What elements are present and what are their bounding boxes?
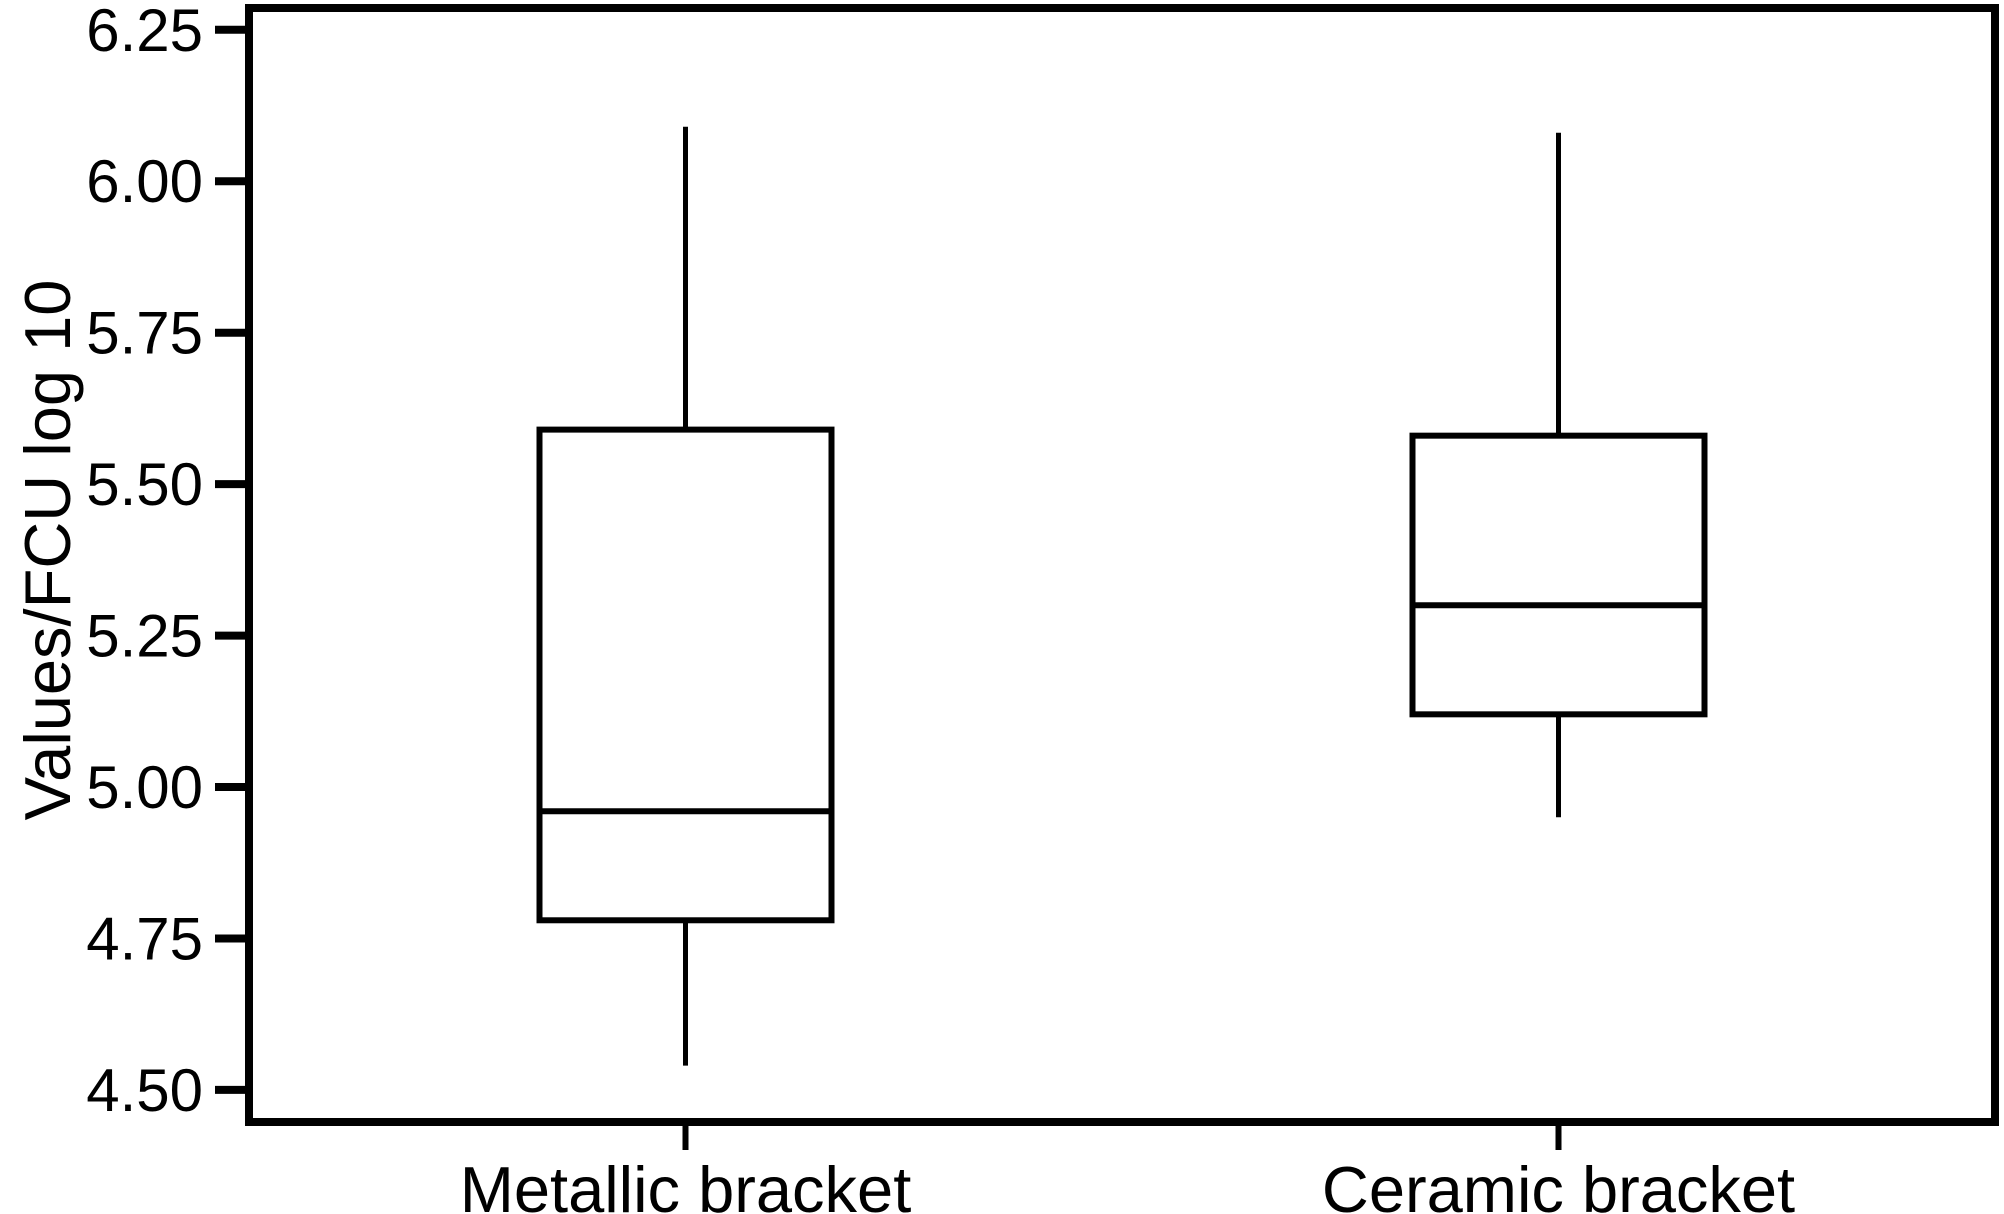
y-tick-label-6.00: 6.00 bbox=[86, 148, 203, 215]
plot-area: 6.25 6.00 5.75 5.50 5.25 5.00 4.75 4.50Metallic… bbox=[86, 0, 1999, 1214]
y-axis-title: Values/FCU log 10 bbox=[11, 280, 84, 821]
x-category-label-ceramic-bracket: Ceramic bracket bbox=[1322, 1153, 1795, 1214]
y-tick-label-5.50: 5.50 bbox=[86, 451, 203, 518]
box-group-metallic-bracket: Metallic bracket bbox=[460, 126, 912, 1214]
y-tick-label-5.75: 5.75 bbox=[86, 300, 203, 367]
y-tick-label-4.50: 4.50 bbox=[86, 1057, 203, 1124]
iqr-box-metallic-bracket bbox=[536, 426, 835, 924]
plot-border bbox=[245, 4, 1999, 1126]
x-category-label-metallic-bracket: Metallic bracket bbox=[460, 1153, 912, 1214]
box-group-ceramic-bracket: Ceramic bracket bbox=[1322, 132, 1795, 1214]
y-tick-label-4.75: 4.75 bbox=[86, 905, 203, 972]
y-tick-label-5.25: 5.25 bbox=[86, 603, 203, 670]
iqr-box-ceramic-bracket bbox=[1409, 432, 1708, 718]
y-tick-label-6.25: 6.25 bbox=[86, 0, 203, 64]
y-tick-label-5.00: 5.00 bbox=[86, 754, 203, 821]
